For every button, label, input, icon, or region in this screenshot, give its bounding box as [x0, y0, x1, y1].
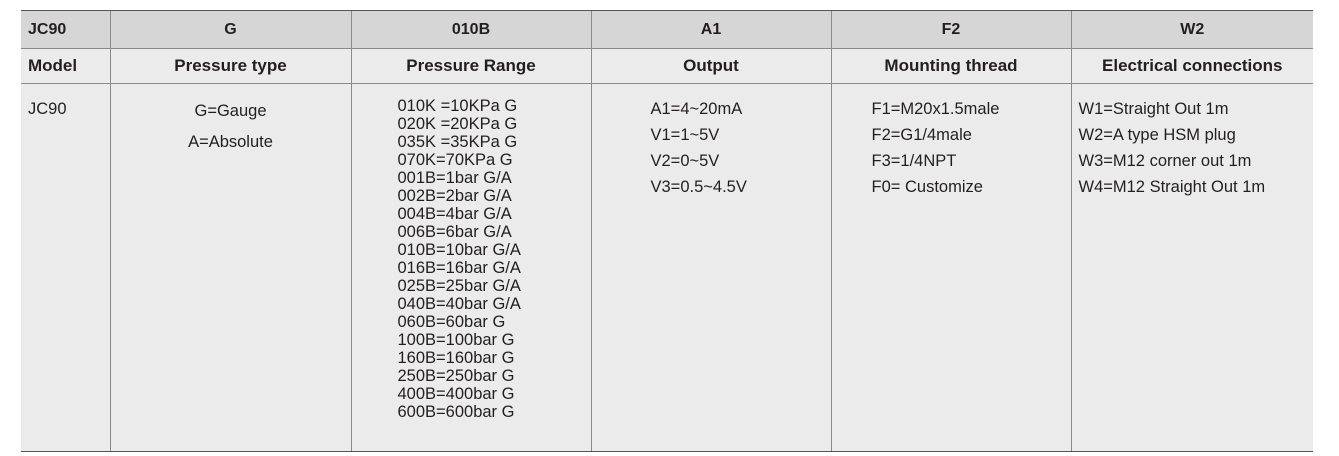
model-value: JC90 — [28, 100, 67, 118]
header-model: Model — [21, 48, 110, 84]
code-row: JC90 G 010B A1 F2 W2 — [21, 10, 1313, 49]
option-item: F3=1/4NPT — [871, 152, 957, 170]
option-item: W3=M12 corner out 1m — [1078, 152, 1252, 170]
option-item: V3=0.5~4.5V — [650, 178, 747, 196]
option-item: W4=M12 Straight Out 1m — [1078, 178, 1266, 196]
option-item: 010B=10bar G/A — [397, 241, 521, 259]
spec-table: JC90 G 010B A1 F2 W2 Model Pressure type… — [21, 10, 1313, 452]
code-cell-pressure-range: 010B — [350, 10, 591, 49]
option-item: F1=M20x1.5male — [871, 100, 1000, 118]
code-cell-output: A1 — [590, 10, 831, 49]
option-item: V2=0~5V — [650, 152, 720, 170]
code-cell-model: JC90 — [21, 10, 110, 49]
cell-pressure-range: 010K =10KPa G 020K =20KPa G 035K =35KPa … — [350, 83, 591, 452]
cell-pressure-type: G=Gauge A=Absolute — [109, 83, 351, 452]
option-item: 070K=70KPa G — [397, 151, 513, 169]
code-cell-electrical: W2 — [1070, 10, 1313, 49]
option-item: 250B=250bar G — [397, 367, 515, 385]
header-electrical: Electrical connections — [1070, 48, 1313, 84]
option-item: 100B=100bar G — [397, 331, 515, 349]
cell-electrical: W1=Straight Out 1m W2=A type HSM plug W3… — [1070, 83, 1313, 452]
option-item: A=Absolute — [188, 133, 273, 151]
option-item: 600B=600bar G — [397, 403, 515, 421]
cell-output: A1=4~20mA V1=1~5V V2=0~5V V3=0.5~4.5V — [590, 83, 831, 452]
option-item: 060B=60bar G — [397, 313, 506, 331]
option-item: V1=1~5V — [650, 126, 720, 144]
option-item: 006B=6bar G/A — [397, 223, 512, 241]
option-item: 020K =20KPa G — [397, 115, 518, 133]
cell-mounting-thread: F1=M20x1.5male F2=G1/4male F3=1/4NPT F0=… — [830, 83, 1071, 452]
option-item: F2=G1/4male — [871, 126, 972, 144]
option-item: G=Gauge — [194, 102, 267, 120]
header-pressure-range: Pressure Range — [350, 48, 591, 84]
cell-model: JC90 — [21, 83, 110, 452]
option-item: 025B=25bar G/A — [397, 277, 521, 295]
header-row: Model Pressure type Pressure Range Outpu… — [21, 48, 1313, 84]
code-cell-mounting-thread: F2 — [830, 10, 1071, 49]
option-item: 004B=4bar G/A — [397, 205, 512, 223]
option-item: F0= Customize — [871, 178, 983, 196]
code-cell-pressure-type: G — [109, 10, 351, 49]
option-item: 160B=160bar G — [397, 349, 515, 367]
header-pressure-type: Pressure type — [109, 48, 351, 84]
option-item: 035K =35KPa G — [397, 133, 518, 151]
option-item: 040B=40bar G/A — [397, 295, 521, 313]
option-item: 400B=400bar G — [397, 385, 515, 403]
header-output: Output — [590, 48, 831, 84]
option-item: 010K =10KPa G — [397, 97, 518, 115]
header-mounting-thread: Mounting thread — [830, 48, 1071, 84]
option-item: A1=4~20mA — [650, 100, 743, 118]
option-item: W1=Straight Out 1m — [1078, 100, 1229, 118]
options-row: JC90 G=Gauge A=Absolute 010K =10KPa G 02… — [21, 83, 1313, 452]
option-item: 016B=16bar G/A — [397, 259, 521, 277]
option-item: 002B=2bar G/A — [397, 187, 512, 205]
option-item: 001B=1bar G/A — [397, 169, 512, 187]
option-item: W2=A type HSM plug — [1078, 126, 1236, 144]
